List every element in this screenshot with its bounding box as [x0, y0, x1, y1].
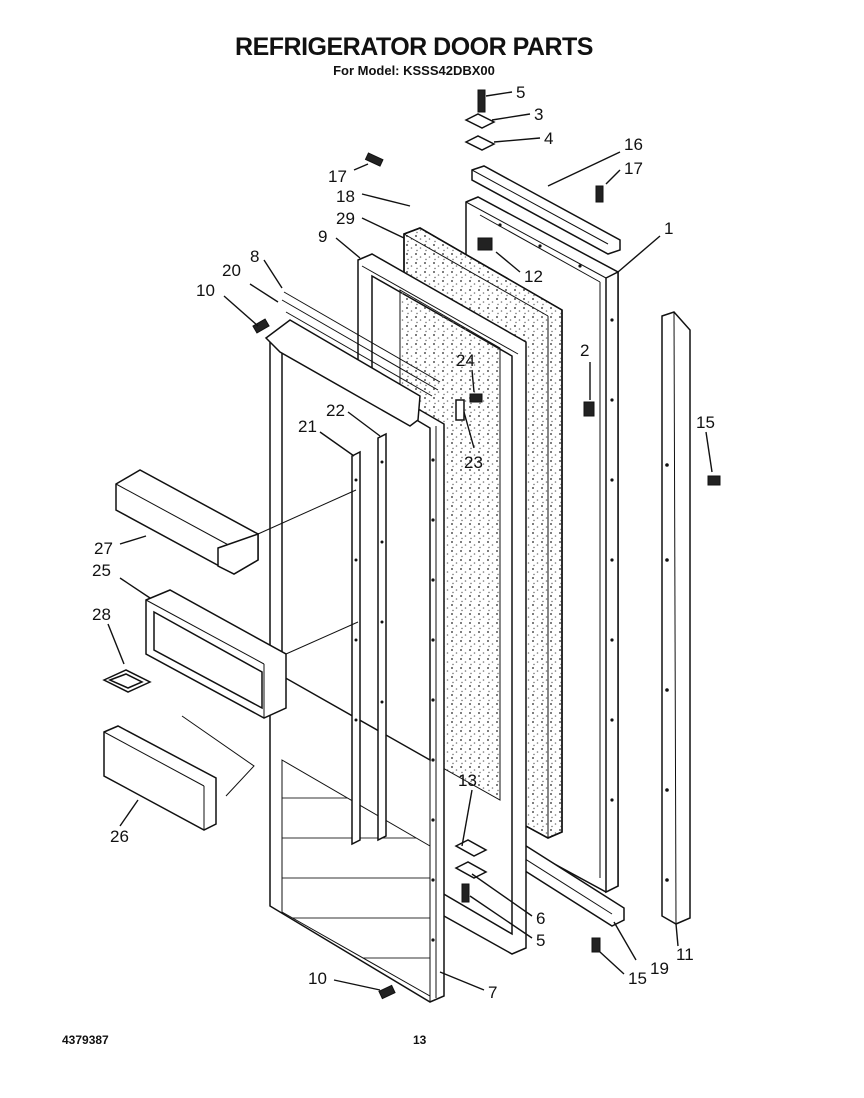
- callout-19: 19: [650, 959, 669, 978]
- callout-15-right: 15: [696, 413, 715, 432]
- page-number: 13: [413, 1033, 427, 1047]
- callout-13: 13: [458, 771, 477, 790]
- callout-9: 9: [318, 227, 327, 246]
- shelf-rails: [351, 432, 387, 846]
- callout-21: 21: [298, 417, 317, 436]
- bottom-hinge: [454, 839, 488, 903]
- callout-15-bottom: 15: [628, 969, 647, 988]
- callout-1: 1: [664, 219, 673, 238]
- callout-27: 27: [94, 539, 113, 558]
- callout-12: 12: [524, 267, 543, 286]
- page-title: REFRIGERATOR DOOR PARTS: [235, 33, 593, 61]
- callout-11: 11: [676, 945, 694, 964]
- door-top-cap: [264, 291, 441, 427]
- callout-7: 7: [488, 983, 497, 1002]
- callout-5-top: 5: [516, 83, 525, 102]
- callout-3: 3: [534, 105, 543, 124]
- top-hinge: [464, 89, 496, 151]
- dispenser-housing: [145, 589, 359, 719]
- callout-labels: 5 3 4 16 17 17 18 29 9 1 12 8 20 10 2 24…: [92, 83, 715, 1002]
- callout-18: 18: [336, 187, 355, 206]
- callout-29: 29: [336, 209, 355, 228]
- callout-4: 4: [544, 129, 553, 148]
- callout-22: 22: [326, 401, 345, 420]
- side-trim-strip: [661, 311, 691, 925]
- callout-6: 6: [536, 909, 545, 928]
- callout-10-top: 10: [196, 281, 215, 300]
- callout-2: 2: [580, 341, 589, 360]
- callout-17-left: 17: [328, 167, 347, 186]
- top-trim-bar: [471, 165, 621, 255]
- drip-tray: [102, 669, 152, 693]
- callout-16: 16: [624, 135, 643, 154]
- leader-lines: [107, 91, 713, 991]
- callout-17-right: 17: [624, 159, 643, 178]
- model-subtitle: For Model: KSSS42DBX00: [333, 63, 495, 78]
- callout-23: 23: [464, 453, 483, 472]
- lower-kick-trim: [103, 715, 255, 831]
- callout-10-bottom: 10: [308, 969, 327, 988]
- callout-28: 28: [92, 605, 111, 624]
- callout-5-bottom: 5: [536, 931, 545, 950]
- callout-25: 25: [92, 561, 111, 580]
- callout-26: 26: [110, 827, 129, 846]
- callout-20: 20: [222, 261, 241, 280]
- callout-24: 24: [456, 351, 475, 370]
- document-number: 4379387: [62, 1033, 109, 1047]
- hardware-screws: [252, 152, 721, 1000]
- door-bin: [115, 469, 357, 575]
- callout-8: 8: [250, 247, 259, 266]
